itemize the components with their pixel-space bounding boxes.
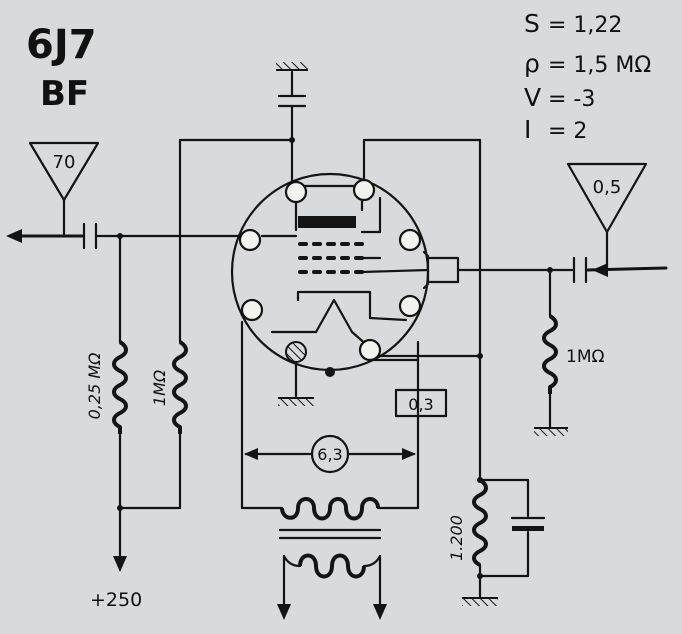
spec-i-value: = 2 bbox=[548, 119, 587, 144]
input-arrow bbox=[586, 263, 668, 277]
screen-resistor bbox=[172, 340, 188, 434]
spec-v-value: = -3 bbox=[548, 87, 595, 112]
spec-v-label: V bbox=[524, 83, 541, 112]
grid-resistor bbox=[542, 314, 558, 394]
spec-s-label: S bbox=[524, 9, 540, 38]
input-gain-value: 0,5 bbox=[593, 177, 622, 198]
output-gain-value: 70 bbox=[53, 152, 76, 173]
heater-transformer bbox=[277, 497, 387, 620]
cathode-resistor bbox=[472, 478, 488, 567]
heater-current-value: 0,3 bbox=[408, 395, 433, 414]
spec-i-label: I bbox=[524, 115, 531, 144]
supply-voltage: +250 bbox=[90, 589, 142, 611]
ground-symbol-top bbox=[276, 62, 308, 71]
input-coupling-capacitor bbox=[572, 256, 588, 284]
input-gain-triangle: 0,5 bbox=[566, 162, 648, 270]
plate-load-value: 0,25 MΩ bbox=[85, 352, 104, 420]
ground-symbol-grid bbox=[534, 427, 568, 436]
output-arrow bbox=[6, 229, 84, 243]
screen-bypass-capacitor bbox=[277, 70, 307, 188]
output-gain-triangle: 70 bbox=[28, 141, 100, 238]
heater-voltage-value: 6,3 bbox=[317, 445, 342, 464]
output-coupling-capacitor bbox=[82, 222, 98, 250]
tube-electrodes bbox=[260, 184, 430, 377]
heater-voltage-dimension: 6,3 bbox=[244, 434, 416, 474]
spec-list: S = 1,22 ρ = 1,5 MΩ V = -3 I = 2 bbox=[524, 9, 651, 144]
tube-pins bbox=[238, 178, 422, 362]
cathode-bypass-capacitor bbox=[510, 516, 546, 531]
tube-name: 6J7 bbox=[26, 22, 97, 68]
heater-current-box: 0,3 bbox=[394, 388, 448, 418]
spec-rho-label: ρ bbox=[524, 49, 540, 78]
grid-resistor-value: 1MΩ bbox=[566, 347, 604, 367]
screen-resistor-value: 1MΩ bbox=[150, 369, 169, 406]
spec-rho-value: = 1,5 MΩ bbox=[548, 53, 651, 78]
cathode-resistor-value: 1.200 bbox=[447, 515, 466, 561]
spec-s-value: = 1,22 bbox=[548, 13, 622, 38]
tube-type: BF bbox=[40, 74, 89, 114]
ground-symbol-tube bbox=[278, 397, 314, 406]
ground-symbol-cathode bbox=[462, 597, 498, 606]
plate-load-resistor bbox=[112, 340, 128, 434]
